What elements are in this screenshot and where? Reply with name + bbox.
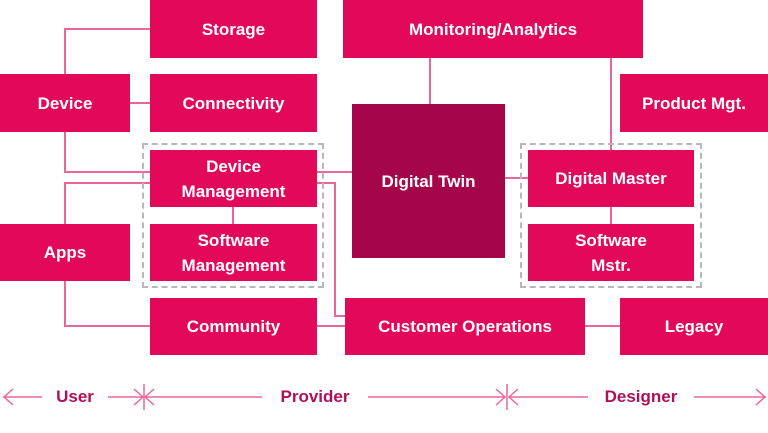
monitoring-analytics-node[interactable]: Monitoring/Analytics (343, 0, 643, 58)
axis-label-provider: Provider (262, 384, 368, 410)
device-management-group (142, 143, 324, 288)
digital-master-node[interactable]: Digital Master (528, 150, 694, 207)
legacy-node[interactable]: Legacy (620, 298, 768, 355)
device-management-node[interactable]: Device Management (150, 150, 317, 207)
digital-master-group (520, 143, 702, 288)
product-mgt-node[interactable]: Product Mgt. (620, 74, 768, 132)
apps-node[interactable]: Apps (0, 224, 130, 281)
digital-twin-node[interactable]: Digital Twin (352, 104, 505, 258)
customer-operations-node[interactable]: Customer Operations (345, 298, 585, 355)
storage-node[interactable]: Storage (150, 0, 317, 58)
device-node[interactable]: Device (0, 74, 130, 132)
connectivity-node[interactable]: Connectivity (150, 74, 317, 132)
axis-label-user: User (42, 384, 108, 410)
community-node[interactable]: Community (150, 298, 317, 355)
software-mstr-node[interactable]: Software Mstr. (528, 224, 694, 281)
software-management-node[interactable]: Software Management (150, 224, 317, 281)
axis-label-designer: Designer (588, 384, 694, 410)
